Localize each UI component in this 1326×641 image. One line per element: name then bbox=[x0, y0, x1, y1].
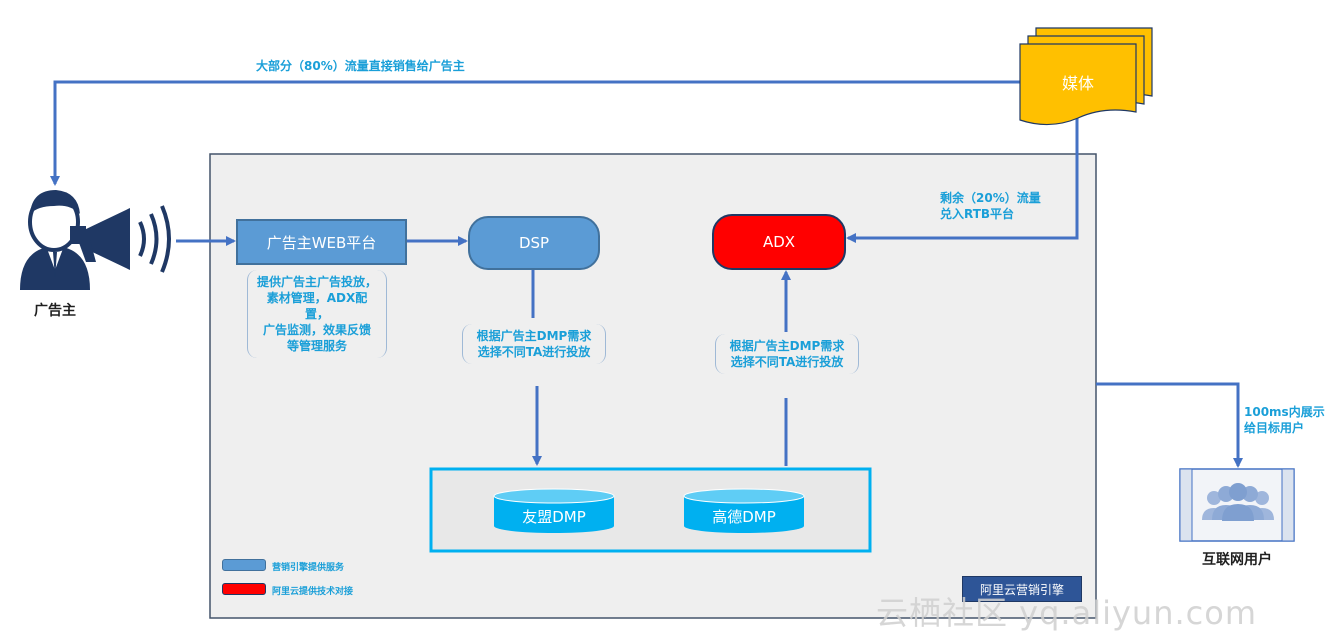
media-document-stack bbox=[1019, 27, 1153, 126]
internet-users-icon bbox=[1179, 468, 1295, 542]
direct-sale-caption: 大部分（80%）流量直接销售给广告主 bbox=[256, 59, 465, 73]
dsp-node[interactable]: DSP bbox=[468, 216, 600, 270]
legend-blue-swatch bbox=[222, 559, 266, 571]
gaode-dmp-label: 高德DMP bbox=[712, 508, 776, 526]
legend-red-label: 阿里云提供技术对接 bbox=[272, 587, 354, 597]
youmeng-dmp-label: 友盟DMP bbox=[522, 508, 586, 526]
advertiser-label: 广告主 bbox=[34, 303, 76, 319]
direct-sale-connector bbox=[50, 80, 1022, 186]
gaode-dmp-cylinder bbox=[683, 488, 805, 533]
display-caption: 100ms内展示 给目标用户 bbox=[1244, 404, 1325, 436]
adx-note-line: 选择不同TA进行投放 bbox=[730, 355, 844, 369]
dsp-label: DSP bbox=[518, 234, 550, 252]
dsp-note-line: 根据广告主DMP需求 bbox=[476, 329, 592, 343]
display-line: 给目标用户 bbox=[1244, 421, 1305, 435]
adx-label: ADX bbox=[762, 233, 796, 251]
web-platform-note-line: 等管理服务 bbox=[286, 339, 347, 353]
engine-to-users-connector bbox=[1096, 382, 1243, 468]
remaining-flow-caption: 剩余（20%）流量 兑入RTB平台 bbox=[940, 190, 1041, 222]
media-label: 媒体 bbox=[1061, 74, 1094, 93]
engine-badge: 阿里云营销引擎 bbox=[962, 576, 1082, 602]
legend-blue-label: 营销引擎提供服务 bbox=[272, 563, 345, 573]
adx-note: 根据广告主DMP需求 选择不同TA进行投放 bbox=[715, 334, 859, 374]
display-line: 100ms内展示 bbox=[1244, 405, 1325, 419]
rtb-connector bbox=[846, 118, 1079, 243]
web-platform-note-line: 素材管理，ADX配置， bbox=[266, 291, 368, 321]
web-platform-note: 提供广告主广告投放， 素材管理，ADX配置， 广告监测，效果反馈 等管理服务 bbox=[247, 270, 387, 358]
web-platform-note-line: 广告监测，效果反馈 bbox=[262, 323, 371, 337]
adx-note-line: 根据广告主DMP需求 bbox=[729, 339, 845, 353]
adx-node[interactable]: ADX bbox=[712, 214, 846, 270]
web-platform-node[interactable]: 广告主WEB平台 bbox=[236, 219, 407, 265]
web-platform-note-line: 提供广告主广告投放， bbox=[256, 275, 377, 289]
dsp-note-line: 选择不同TA进行投放 bbox=[477, 345, 591, 359]
legend-red-swatch bbox=[222, 583, 266, 595]
remaining-flow-line: 兑入RTB平台 bbox=[940, 207, 1015, 221]
youmeng-dmp-cylinder bbox=[493, 488, 615, 533]
advertiser-megaphone-icon bbox=[20, 190, 171, 290]
dsp-note: 根据广告主DMP需求 选择不同TA进行投放 bbox=[462, 324, 606, 364]
watermark: 云栖社区 yq.aliyun.com bbox=[876, 594, 1258, 632]
remaining-flow-line: 剩余（20%）流量 bbox=[940, 191, 1041, 205]
web-platform-label: 广告主WEB平台 bbox=[266, 233, 377, 252]
internet-users-label: 互联网用户 bbox=[1202, 552, 1272, 568]
